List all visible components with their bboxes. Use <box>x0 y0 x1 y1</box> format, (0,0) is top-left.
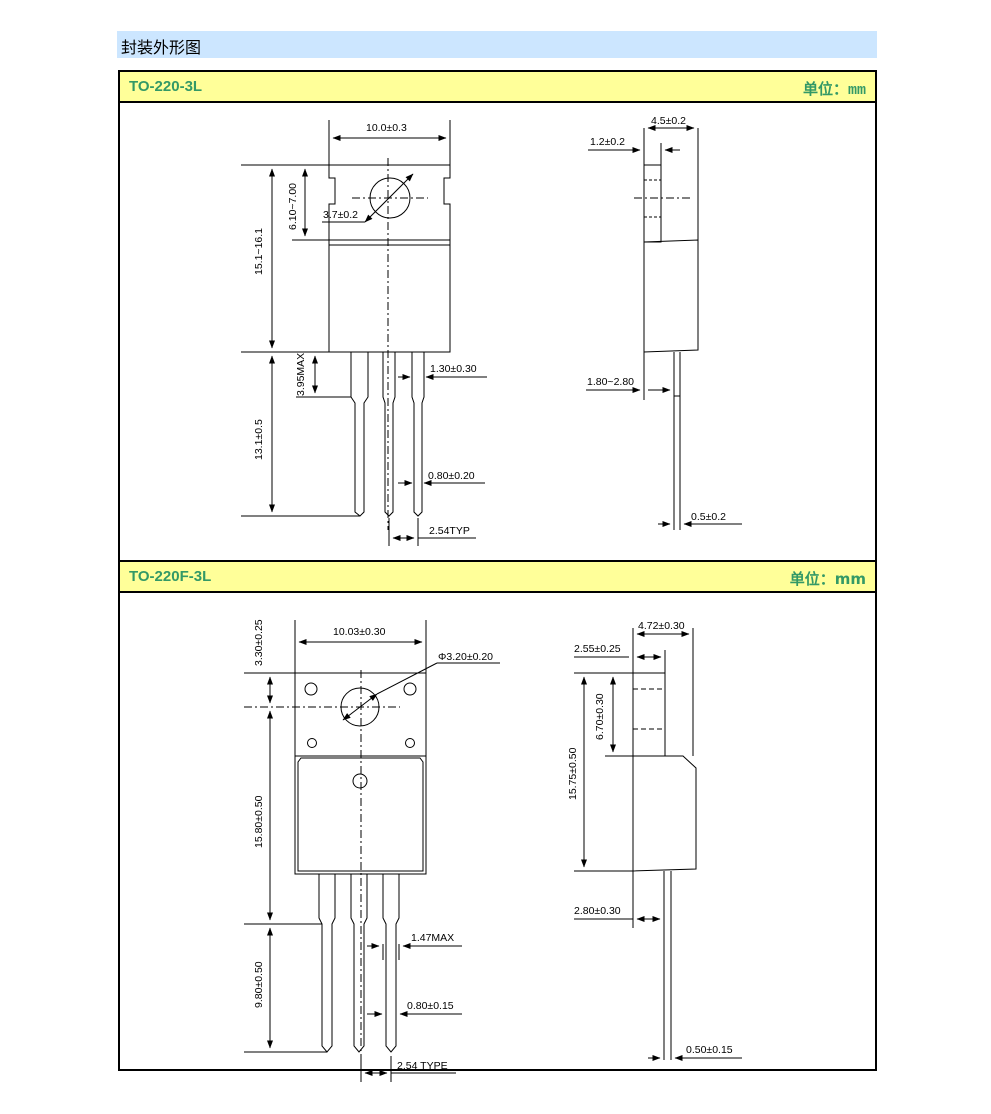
dim-lead-width-top: 1.30±0.30 <box>430 363 477 375</box>
dim-lead-width-top: 1.47MAX <box>411 932 454 944</box>
to220f-front-view <box>244 620 500 1082</box>
dim-hole-dia: 3.7±0.2 <box>323 209 358 221</box>
drawing-frame: TO-220-3L 单位：mm TO-220F-3L 单位：mm <box>118 70 877 1071</box>
package-header-to220: TO-220-3L 单位：mm <box>120 72 875 103</box>
dim-total-height: 15.1~16.1 <box>253 228 265 275</box>
to220f-side-view <box>574 628 742 1061</box>
dim-pitch: 2.54TYP <box>429 525 470 537</box>
package-name: TO-220-3L <box>129 78 203 95</box>
dim-body-width: 10.0±0.3 <box>366 122 407 134</box>
dim-side-thickness: 4.72±0.30 <box>638 620 685 632</box>
dim-pitch: 2.54 TYPE <box>397 1060 448 1072</box>
package-name: TO-220F-3L <box>129 568 212 585</box>
dim-side-thickness: 4.5±0.2 <box>651 115 686 127</box>
unit-label: 单位：mm <box>789 570 866 588</box>
to220-front-view <box>241 120 487 546</box>
dim-lead-thickness: 0.50±0.15 <box>686 1044 733 1056</box>
dim-tab-height: 6.10~7.00 <box>287 183 299 230</box>
dim-upper-height: 6.70±0.30 <box>594 693 606 740</box>
dim-lead-length: 13.1±0.5 <box>253 419 265 460</box>
dim-standoff: 2.80±0.30 <box>574 905 621 917</box>
dim-lead-thickness: 0.5±0.2 <box>691 511 726 523</box>
package-header-to220f: TO-220F-3L 单位：mm <box>120 560 875 593</box>
dim-body-height: 15.80±0.50 <box>253 795 265 848</box>
dim-lead-width: 0.80±0.15 <box>407 1000 454 1012</box>
page-title: 封装外形图 <box>121 38 202 57</box>
dim-step: 2.55±0.25 <box>574 643 621 655</box>
dim-body-width: 10.03±0.30 <box>333 626 386 638</box>
dim-lead-width: 0.80±0.20 <box>428 470 475 482</box>
to220-side-view <box>586 125 742 530</box>
dim-hole-dia: Φ3.20±0.20 <box>438 651 493 663</box>
dim-lead-length: 9.80±0.50 <box>253 961 265 1008</box>
dim-standoff: 1.80~2.80 <box>587 376 634 388</box>
dim-side-height: 15.75±0.50 <box>567 747 579 800</box>
dim-395max: 3.95MAX <box>295 353 307 396</box>
page-title-bar: 封装外形图 <box>117 31 877 58</box>
dim-tab-thickness: 1.2±0.2 <box>590 136 625 148</box>
unit-label: 单位：mm <box>802 80 866 99</box>
dim-top-offset: 3.30±0.25 <box>253 619 265 666</box>
